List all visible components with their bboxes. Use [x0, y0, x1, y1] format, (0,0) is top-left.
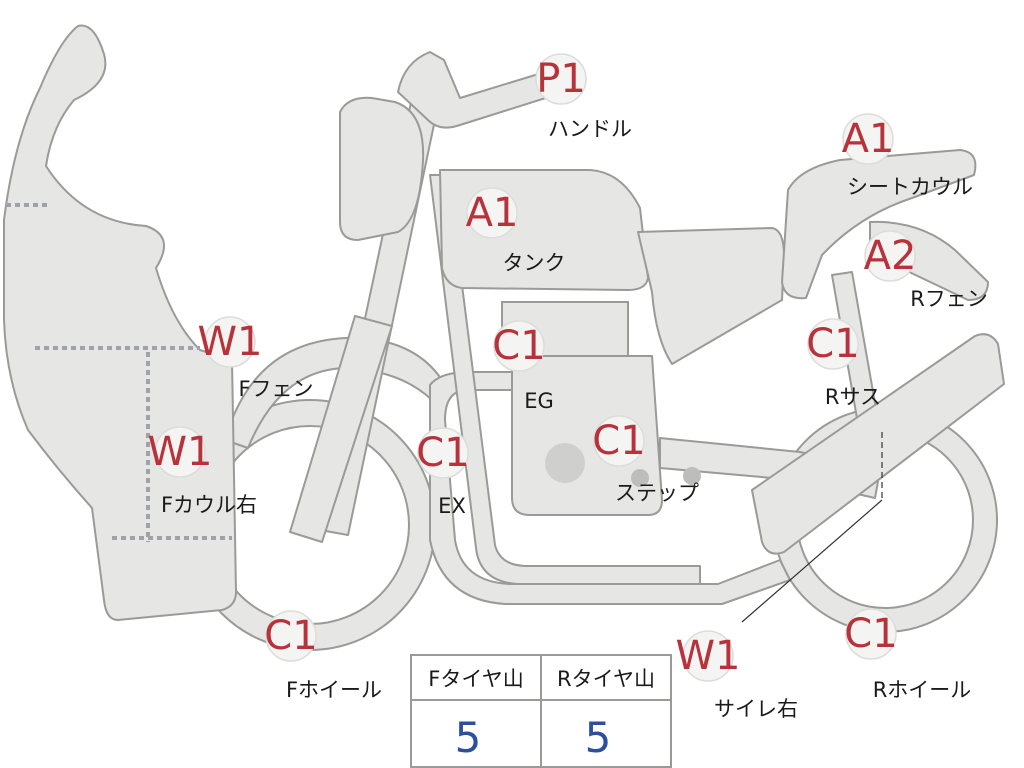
tire-value-front: 5: [455, 713, 482, 762]
marker-f-wheel: C1 Fホイール: [264, 610, 382, 702]
marker-label: Fフェン: [238, 377, 313, 401]
marker-code: C1: [264, 613, 317, 659]
marker-label: EG: [524, 389, 554, 413]
marker-code: P1: [536, 56, 586, 102]
marker-step: C1 ステップ: [592, 415, 699, 505]
marker-label: Fカウル右: [161, 493, 257, 517]
marker-label: Fホイール: [286, 678, 382, 702]
marker-code: C1: [844, 611, 897, 657]
marker-label: ハンドル: [548, 117, 632, 141]
tire-header-rear: Rタイヤ山: [557, 667, 655, 691]
marker-silencer-right: W1 サイレ右: [676, 630, 798, 721]
seat-shape: [637, 227, 785, 365]
marker-r-wheel: C1 Rホイール: [844, 608, 972, 702]
marker-label: Rサス: [825, 385, 881, 409]
seat-cowl-shape: [781, 149, 977, 300]
marker-engine: C1 EG: [492, 320, 554, 413]
marker-r-suspension: C1 Rサス: [806, 318, 881, 409]
tire-table: Fタイヤ山 Rタイヤ山 5 5: [410, 654, 672, 768]
marker-code: A2: [864, 233, 917, 279]
marker-f-cowl-right: W1 Fカウル右: [148, 426, 257, 517]
marker-f-fender: W1 Fフェン: [198, 316, 314, 401]
marker-code: A1: [466, 190, 519, 236]
marker-label: サイレ右: [714, 697, 798, 721]
marker-code: W1: [676, 633, 741, 679]
engine-cover-shape: [545, 443, 585, 483]
frame-shape: [429, 174, 701, 585]
marker-tank: A1 タンク: [466, 187, 566, 275]
marker-label: タンク: [503, 251, 566, 275]
marker-r-fender: A2 Rフェン: [864, 230, 988, 311]
leader-line: [741, 499, 883, 623]
marker-label: シートカウル: [847, 175, 973, 199]
marker-label: Rフェン: [910, 287, 988, 311]
marker-code: C1: [416, 430, 469, 476]
silencer-shape: [751, 333, 1005, 555]
marker-code: W1: [148, 429, 213, 475]
tire-header-front: Fタイヤ山: [428, 667, 523, 691]
marker-code: A1: [842, 116, 895, 162]
step-peg-right: [683, 467, 701, 485]
marker-code: W1: [198, 319, 263, 365]
marker-handle: P1 ハンドル: [535, 53, 632, 141]
marker-label: Rホイール: [873, 678, 972, 702]
headlight-shape: [339, 96, 425, 241]
marker-code: C1: [492, 323, 545, 369]
marker-label: ステップ: [615, 481, 699, 505]
marker-code: C1: [806, 321, 859, 367]
tire-value-rear: 5: [585, 713, 612, 762]
marker-exhaust: C1 EX: [416, 427, 470, 518]
fork-outer-tube: [289, 315, 393, 543]
marker-label: EX: [438, 494, 466, 518]
marker-seat-cowl: A1 シートカウル: [842, 113, 973, 199]
marker-code: C1: [592, 418, 645, 464]
step-peg-left: [631, 469, 649, 487]
